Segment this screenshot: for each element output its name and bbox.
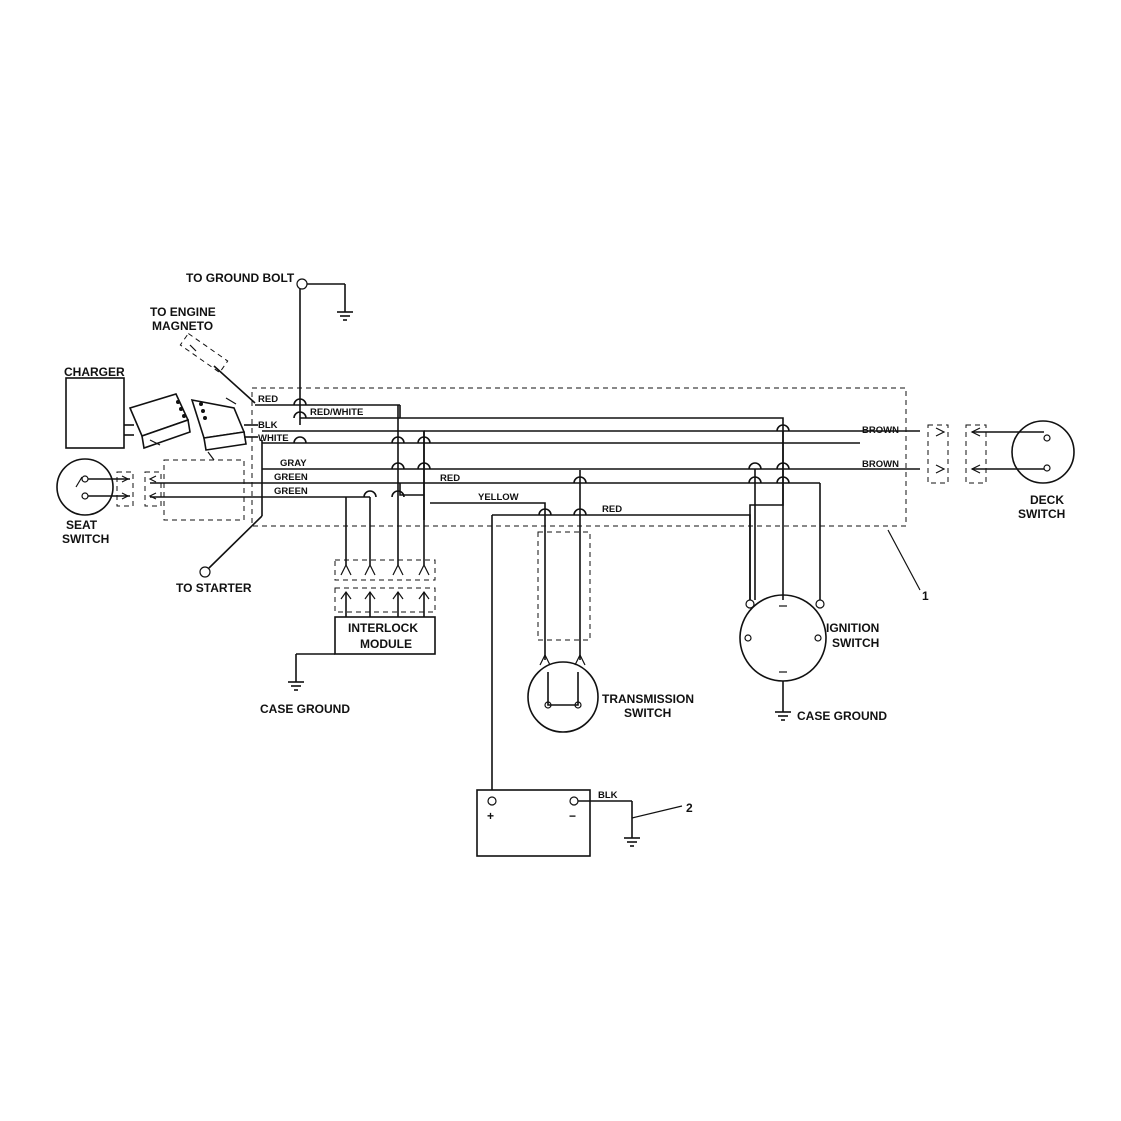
wire-gray: GRAY	[280, 458, 307, 469]
ground-bolt-connection: TO GROUND BOLT	[186, 271, 353, 425]
transmission-switch: TRANSMISSION SWITCH	[527, 531, 694, 733]
ignition-switch: IGNITION SWITCH CASE GROUND	[739, 594, 887, 723]
charger: CHARGER	[64, 365, 258, 461]
to-starter-label: TO STARTER	[176, 581, 252, 595]
transmission-label: TRANSMISSION	[602, 692, 694, 706]
deck-switch: DECK SWITCH	[927, 420, 1075, 521]
interlock-label: INTERLOCK	[348, 621, 418, 635]
starter-connection: TO STARTER	[176, 440, 263, 595]
wire-red-mid: RED	[440, 473, 460, 484]
case-ground-left-label: CASE GROUND	[260, 702, 350, 716]
to-engine-label: TO ENGINE	[150, 305, 216, 319]
deck-switch-label: SWITCH	[1018, 507, 1065, 521]
ground-symbol-icon	[337, 311, 353, 321]
wire-red-low: RED	[602, 504, 622, 515]
wire-brown-2: BROWN	[862, 459, 899, 470]
charger-plug-icon	[128, 393, 191, 450]
wire-yellow: YELLOW	[478, 492, 519, 503]
charger-label: CHARGER	[64, 365, 125, 379]
transmission-connector	[537, 531, 591, 641]
callout-2: 2	[631, 801, 693, 819]
deck-label: DECK	[1030, 493, 1064, 507]
seat-switch-label: SWITCH	[62, 532, 109, 546]
transmission-switch-label: SWITCH	[624, 706, 671, 720]
interlock-connector-top	[334, 559, 436, 581]
wire-white: WHITE	[258, 433, 289, 444]
wire-green-1: GREEN	[274, 472, 308, 483]
wire-blk-battery: BLK	[598, 790, 618, 801]
seat-label: SEAT	[66, 518, 98, 532]
wire-blk: BLK	[258, 420, 278, 431]
wire-brown-1: BROWN	[862, 425, 899, 436]
battery-ground-icon	[624, 837, 640, 847]
deck-connector-b	[965, 424, 987, 484]
ignition-switch-label: SWITCH	[832, 636, 879, 650]
callout-2-label: 2	[686, 801, 693, 815]
interlock-module: INTERLOCK MODULE CASE GROUND	[260, 559, 436, 716]
callout-1: 1	[887, 529, 929, 603]
to-ground-bolt-label: TO GROUND BOLT	[186, 271, 295, 285]
engine-magneto-connection: TO ENGINE MAGNETO	[150, 305, 256, 404]
deck-connector-a	[927, 424, 949, 484]
battery-plus: +	[487, 809, 494, 823]
starter-junction-box	[163, 459, 245, 521]
ignition-label: IGNITION	[826, 621, 879, 635]
wire-green-2: GREEN	[274, 486, 308, 497]
interlock-connector-bottom	[334, 587, 436, 613]
case-ground-left-icon	[288, 681, 304, 691]
seat-switch: SEAT SWITCH	[56, 458, 262, 546]
case-ground-right-icon	[775, 711, 791, 721]
harness-plug-icon	[190, 397, 247, 461]
battery: + − BLK	[476, 789, 640, 857]
wire-red-white: RED/WHITE	[310, 407, 363, 418]
magneto-connector	[179, 332, 229, 374]
seat-connector-a	[116, 471, 134, 507]
wire-harness-outline	[251, 387, 907, 527]
wire-red-top: RED	[258, 394, 278, 405]
seat-connector-b	[144, 471, 162, 507]
battery-minus: −	[569, 809, 576, 823]
magneto-label: MAGNETO	[152, 319, 213, 333]
case-ground-right-label: CASE GROUND	[797, 709, 887, 723]
callout-1-label: 1	[922, 589, 929, 603]
module-label: MODULE	[360, 637, 412, 651]
